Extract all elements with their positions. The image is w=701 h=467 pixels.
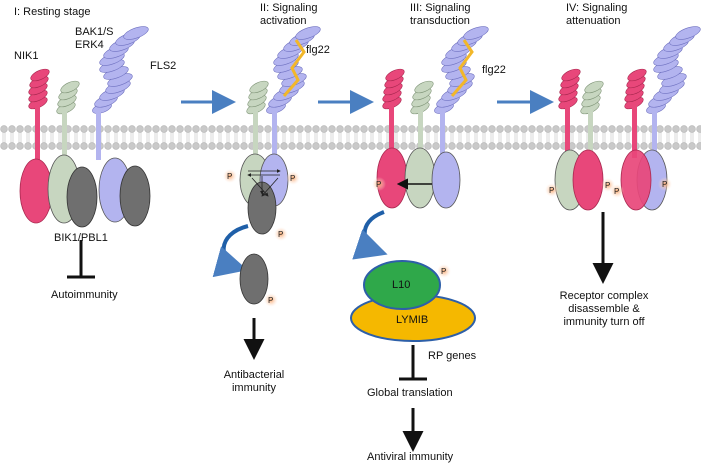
svg-text:P: P [290, 174, 295, 183]
nik1-kinase-s1 [19, 158, 53, 224]
nik1-label: NIK1 [14, 50, 39, 62]
phospho-mark: P [372, 177, 386, 191]
nik1-ectodomain-b-s4 [624, 68, 647, 110]
l10-label: L10 [392, 279, 411, 291]
svg-text:P: P [278, 230, 283, 239]
transphos-arrows-s2 [247, 169, 281, 197]
l10-shuttle-arrow-s3 [352, 210, 388, 260]
rp-genes-label: RP genes [428, 350, 477, 362]
bik1-released-s2 [239, 253, 269, 305]
bak1-kinase-s3 [404, 147, 436, 209]
stage4-group [554, 26, 701, 284]
svg-text:P: P [268, 296, 273, 305]
phospho-mark: P [286, 171, 300, 185]
nik1-ectodomain-s1 [28, 68, 50, 110]
nik1-ectodomain-s4 [558, 68, 581, 110]
global-translation-label: Global translation [367, 387, 453, 399]
phospho-mark: P [274, 227, 288, 241]
plasma-membrane [0, 125, 701, 150]
bak1-tm-s1 [62, 110, 67, 160]
nik1-kinase-s4 [572, 149, 604, 211]
flg22-peptide-s2 [282, 39, 306, 97]
nik1-tm-b-s4 [632, 106, 637, 158]
nik1-ectodomain-s3 [382, 68, 405, 110]
phospho-mark: P [264, 293, 278, 307]
nik1-tm-s1 [35, 106, 40, 161]
lymib-label: LYMIB [396, 314, 429, 326]
svg-text:P: P [549, 186, 554, 195]
phospho-mark: P [610, 184, 624, 198]
nik1-tm-s3 [389, 106, 394, 158]
stage4-title: IV: Signaling attenuation [566, 2, 628, 27]
stage2-group [212, 26, 321, 360]
svg-text:P: P [614, 187, 619, 196]
bak1-tm-s3 [418, 110, 423, 158]
phospho-marks: P P P P P P P P P P [223, 169, 672, 307]
bak1-ectodomain-s4 [580, 80, 604, 115]
fls2-label: FLS2 [150, 60, 177, 72]
bak1-ectodomain-s2 [246, 80, 269, 115]
receptor-off-label: Receptor complex disassemble & immunity … [559, 290, 649, 328]
flg22-peptide-s3 [450, 39, 474, 97]
stage1-title: I: Resting stage [14, 6, 91, 18]
bak1-tm-s2 [253, 110, 258, 158]
phospho-mark: P [223, 169, 237, 183]
nik1-tm-s4 [565, 106, 570, 158]
fls2-tm-s2 [272, 110, 277, 158]
stage3-group [350, 26, 489, 452]
nik1-kinase-b-s4 [620, 149, 652, 211]
flg22-label-s3: flg22 [482, 64, 506, 76]
flg22-label-s2: flg22 [306, 44, 330, 56]
stage3-title: III: Signaling transduction [410, 2, 471, 27]
bik1-kinase-fls2-s1 [119, 165, 151, 227]
fls2-tm-s4 [652, 110, 657, 158]
svg-text:P: P [441, 267, 446, 276]
fls2-tm-s3 [440, 110, 445, 158]
phospho-mark: P [437, 264, 451, 278]
stage2-title: II: Signaling activation [260, 2, 318, 27]
fls2-ectodomain-s1 [92, 26, 149, 114]
fls2-kinase-s3 [431, 151, 461, 209]
phospho-mark: P [658, 177, 672, 191]
bik1-release-arrow-s2 [212, 224, 249, 278]
bak1-ectodomain-s3 [410, 80, 434, 115]
bak1-tm-s4 [588, 110, 593, 158]
svg-text:P: P [662, 180, 667, 189]
fls2-ectodomain-s4 [646, 26, 701, 114]
svg-text:P: P [227, 172, 232, 181]
svg-text:P: P [376, 180, 381, 189]
fls2-ectodomain-s3 [434, 26, 489, 114]
bik1-label: BIK1/PBL1 [54, 232, 108, 244]
stage1-group [19, 26, 151, 279]
bak1-ectodomain-s1 [56, 80, 80, 115]
l10-protein [363, 260, 441, 310]
autoimmunity-label: Autoimmunity [51, 289, 118, 301]
svg-text:P: P [605, 181, 610, 190]
antiviral-label: Antiviral immunity [367, 451, 454, 463]
fls2-tm-s1 [96, 110, 101, 160]
bik1-kinase-s1 [66, 166, 98, 228]
antibacterial-label: Antibacterial immunity [223, 369, 285, 394]
bak1-label: BAK1/S ERK4 [75, 26, 114, 51]
phospho-mark: P [545, 183, 559, 197]
